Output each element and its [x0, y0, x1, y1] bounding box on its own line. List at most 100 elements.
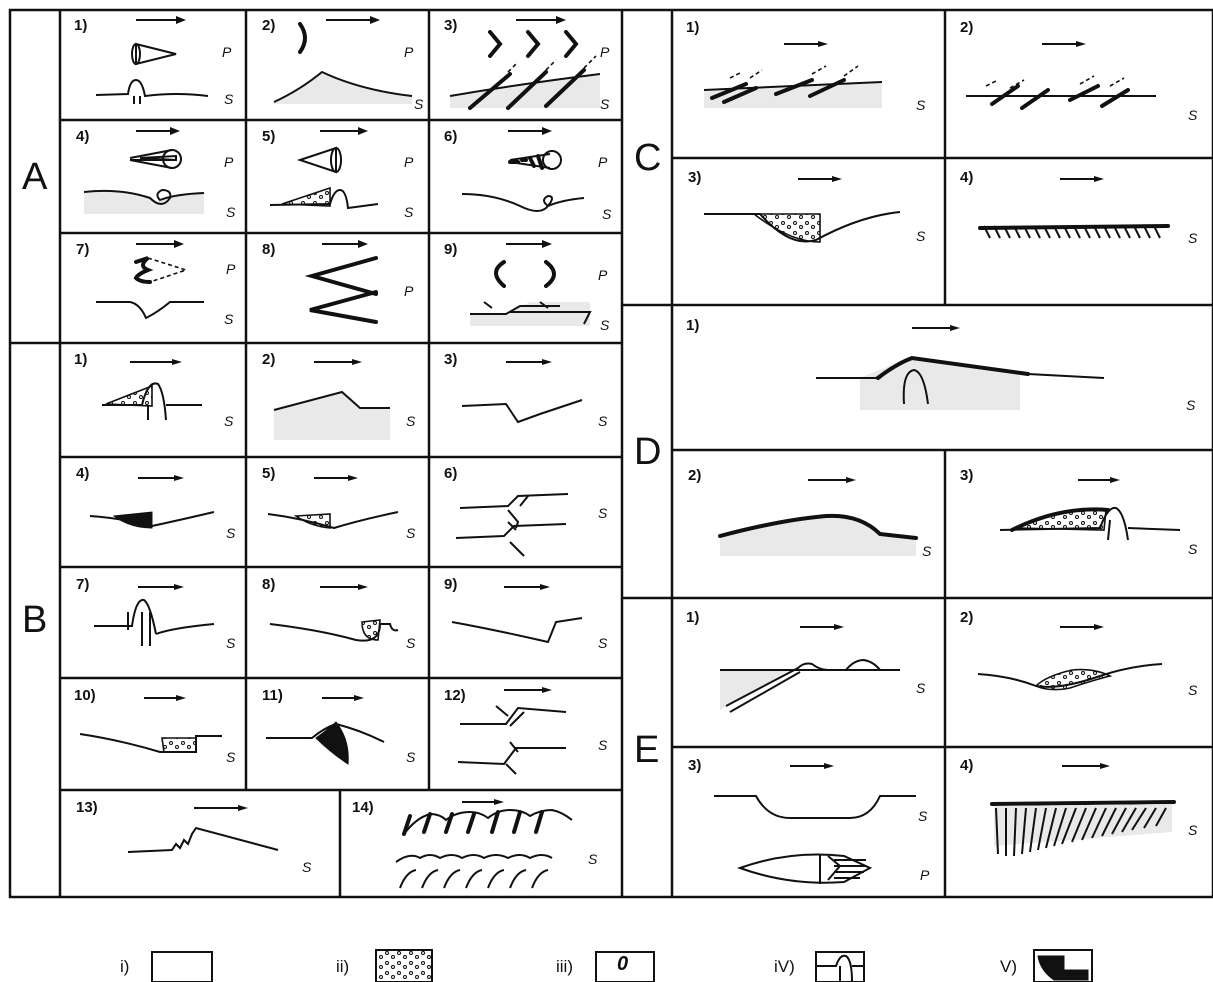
- sketch-a3: [450, 32, 600, 108]
- panel-d2-number: 2): [688, 468, 701, 484]
- panel-c4-number: 4): [960, 170, 973, 186]
- section-label-c1: S: [916, 98, 925, 112]
- sketch-e4: [992, 802, 1174, 856]
- section-label-b2: S: [406, 414, 415, 428]
- grid-frame: [10, 10, 1213, 897]
- sketch-a9: [470, 262, 590, 326]
- panel-c1-number: 1): [686, 20, 699, 36]
- sketch-b10: [80, 734, 222, 752]
- panel-e2-number: 2): [960, 610, 973, 626]
- section-label-b3: S: [598, 414, 607, 428]
- sketch-b7: [94, 600, 214, 646]
- plan-label-a5: P: [404, 155, 413, 169]
- plan-label-a9: P: [598, 268, 607, 282]
- plan-label-a6: P: [598, 155, 607, 169]
- plan-label-a1: P: [222, 45, 231, 59]
- section-label-b12: S: [598, 738, 607, 752]
- sketch-b3: [462, 400, 582, 422]
- sketch-e3: [714, 796, 916, 884]
- sketch-a6: [462, 151, 584, 211]
- section-label-c3: S: [916, 229, 925, 243]
- plan-label-a3: P: [600, 45, 609, 59]
- legend-label-i: i): [120, 958, 129, 976]
- panel-a9-number: 9): [444, 242, 457, 258]
- section-label-e4: S: [1188, 823, 1197, 837]
- sketch-b12: [458, 706, 566, 774]
- sketch-c3: [704, 212, 900, 242]
- sketch-c2: [966, 76, 1156, 108]
- sketch-b5: [268, 512, 398, 528]
- panel-a4-number: 4): [76, 129, 89, 145]
- panel-b8-number: 8): [262, 577, 275, 593]
- section-label-b4: S: [226, 526, 235, 540]
- sketch-b2: [274, 392, 390, 440]
- sketch-c4: [980, 226, 1168, 238]
- section-label-b1: S: [224, 414, 233, 428]
- plan-label-a2: P: [404, 45, 413, 59]
- plan-label-a7: P: [226, 262, 235, 276]
- panel-b1-number: 1): [74, 352, 87, 368]
- panel-b6-number: 6): [444, 466, 457, 482]
- sketch-e1: [720, 660, 900, 712]
- section-label-a2: S: [414, 97, 423, 111]
- section-label-b13: S: [302, 860, 311, 874]
- section-label-b6: S: [598, 506, 607, 520]
- sketch-a7: [96, 258, 204, 318]
- plan-label-a8: P: [404, 284, 413, 298]
- section-label-e1: S: [916, 681, 925, 695]
- panel-a3-number: 3): [444, 18, 457, 34]
- panel-e4-number: 4): [960, 758, 973, 774]
- section-label-d1: S: [1186, 398, 1195, 412]
- section-label-a4: S: [226, 205, 235, 219]
- legend-label-v: V): [1000, 958, 1017, 976]
- panel-b7-number: 7): [76, 577, 89, 593]
- sketch-c1: [704, 66, 882, 108]
- section-label-a3: S: [600, 97, 609, 111]
- section-label-e2: S: [1188, 683, 1197, 697]
- group-label-d: D: [634, 432, 661, 472]
- sketch-a5: [270, 148, 378, 208]
- panel-e3-number: 3): [688, 758, 701, 774]
- panel-a6-number: 6): [444, 129, 457, 145]
- sketch-a1: [96, 44, 208, 104]
- section-label-c4: S: [1188, 231, 1197, 245]
- section-label-b10: S: [226, 750, 235, 764]
- panel-a5-number: 5): [262, 129, 275, 145]
- panel-a8-number: 8): [262, 242, 275, 258]
- sketch-b14: [396, 810, 572, 888]
- group-label-b: B: [22, 600, 47, 640]
- section-label-a9: S: [600, 318, 609, 332]
- section-label-a1: S: [224, 92, 233, 106]
- panel-c3-number: 3): [688, 170, 701, 186]
- panel-d3-number: 3): [960, 468, 973, 484]
- section-label-e3: S: [918, 809, 927, 823]
- panel-b11-number: 11): [262, 688, 283, 704]
- sketch-b4: [90, 512, 214, 528]
- panel-a1-number: 1): [74, 18, 87, 34]
- panel-b9-number: 9): [444, 577, 457, 593]
- panel-a7-number: 7): [76, 242, 89, 258]
- section-label-a6: S: [602, 207, 611, 221]
- section-label-b14: S: [588, 852, 597, 866]
- panel-b13-number: 13): [76, 800, 98, 816]
- group-label-a: A: [22, 157, 47, 197]
- sketch-a8: [310, 258, 376, 322]
- sketch-d2: [720, 516, 916, 556]
- sketch-b11: [266, 722, 384, 764]
- sketch-b8: [270, 620, 398, 641]
- section-label-b11: S: [406, 750, 415, 764]
- panel-b3-number: 3): [444, 352, 457, 368]
- plan-label-a4: P: [224, 155, 233, 169]
- sketch-a4: [84, 150, 204, 214]
- sketch-e2: [978, 664, 1162, 690]
- panel-e1-number: 1): [686, 610, 699, 626]
- section-label-d2: S: [922, 544, 931, 558]
- sketch-a2: [274, 24, 412, 104]
- group-label-c: C: [634, 138, 661, 178]
- panel-a2-number: 2): [262, 18, 275, 34]
- sketch-d1: [816, 358, 1104, 410]
- section-label-b5: S: [406, 526, 415, 540]
- panel-b5-number: 5): [262, 466, 275, 482]
- legend-label-iii: iii): [556, 958, 573, 976]
